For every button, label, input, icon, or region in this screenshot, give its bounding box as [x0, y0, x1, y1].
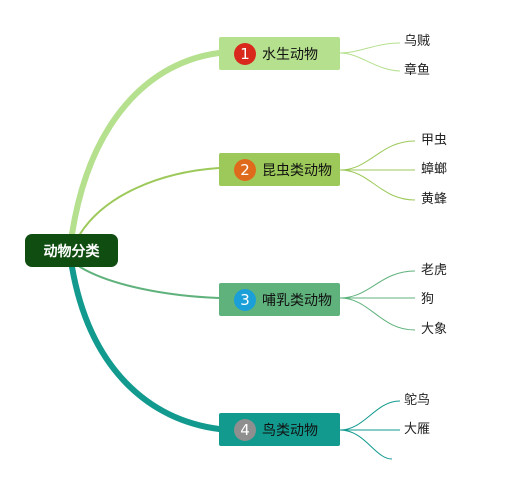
- leaf-node[interactable]: 蟑螂: [421, 162, 448, 177]
- leaf-node[interactable]: 黄蜂: [421, 192, 448, 207]
- branch-node-insects[interactable]: 2 昆虫类动物: [219, 153, 340, 186]
- leaf-node[interactable]: 狗: [421, 292, 435, 307]
- number-badge: 3: [234, 288, 256, 311]
- leaf-node[interactable]: 大象: [421, 322, 448, 337]
- root-node-label: 动物分类: [43, 243, 100, 260]
- number-badge: 1: [234, 42, 256, 65]
- connector-root-branch-4: [69, 264, 222, 432]
- connector-root-branch-1: [69, 50, 222, 237]
- leaf-connectors-branch-4: [339, 400, 401, 460]
- branch-label: 鸟类动物: [262, 422, 318, 439]
- leaf-connectors-branch-2: [339, 140, 416, 201]
- leaf-node[interactable]: 乌贼: [404, 34, 431, 49]
- root-node[interactable]: 动物分类: [25, 234, 118, 267]
- connector-root-branch-2: [79, 167, 220, 235]
- number-badge: 2: [234, 158, 256, 181]
- leaf-node[interactable]: 老虎: [421, 263, 448, 278]
- branch-label: 水生动物: [262, 46, 318, 63]
- leaf-node[interactable]: 大雁: [404, 422, 431, 437]
- leaf-node[interactable]: 章鱼: [404, 63, 431, 78]
- leaf-node[interactable]: 甲虫: [421, 133, 448, 148]
- leaf-node[interactable]: 鸵鸟: [404, 393, 431, 408]
- branch-label: 昆虫类动物: [262, 162, 332, 179]
- connector-root-branch-3: [79, 266, 220, 299]
- leaf-connectors-branch-3: [339, 270, 416, 331]
- branch-node-birds[interactable]: 4 鸟类动物: [219, 413, 340, 446]
- branch-label: 哺乳类动物: [262, 292, 332, 309]
- branch-node-aquatic-animals[interactable]: 1 水生动物: [219, 37, 340, 70]
- leaf-connectors-branch-1: [339, 42, 401, 72]
- branch-node-mammals[interactable]: 3 哺乳类动物: [219, 283, 340, 316]
- number-badge: 4: [234, 418, 256, 441]
